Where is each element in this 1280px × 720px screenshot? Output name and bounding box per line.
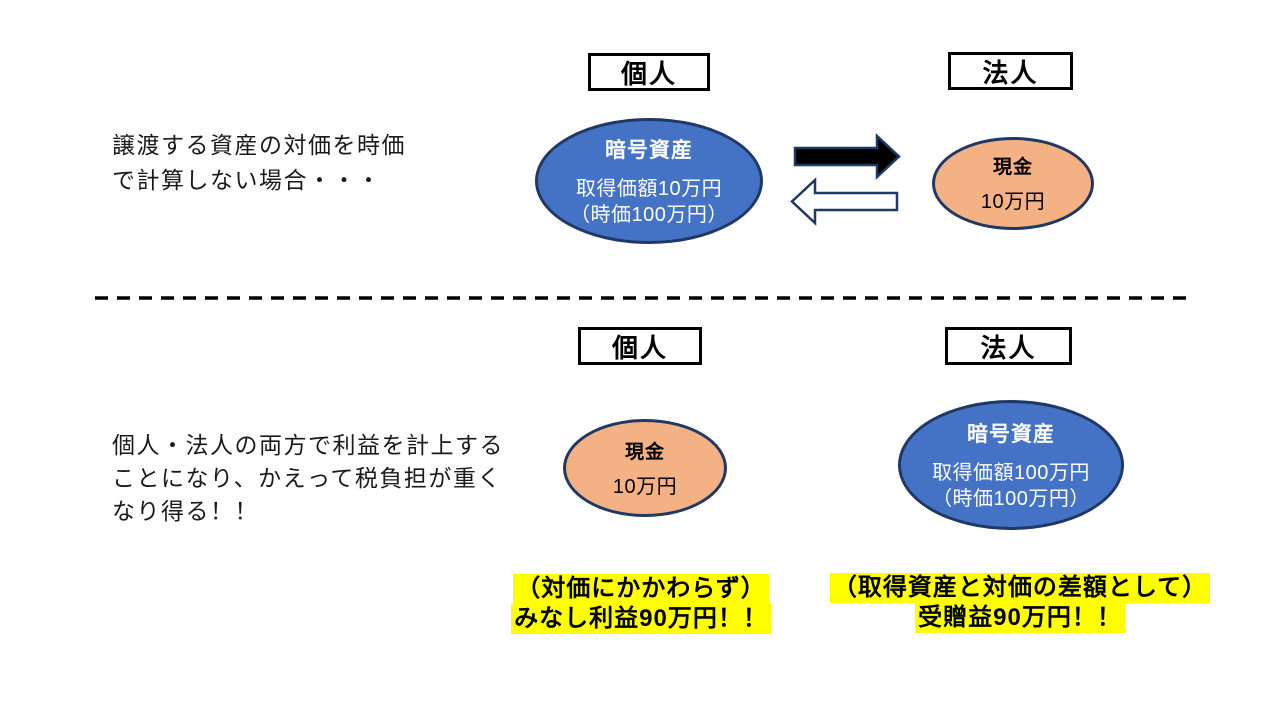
corporate-result-highlight: （取得資産と対価の差額として） 受贈益90万円！！ <box>790 573 1250 633</box>
bottom-individual-label: 個人 <box>611 332 668 363</box>
bottom-crypto-ellipse: 暗号資産 取得価額100万円 （時価100万円） <box>898 400 1124 530</box>
bottom-crypto-detail-1: 取得価額100万円 <box>932 462 1090 484</box>
top-crypto-title: 暗号資産 <box>605 139 693 162</box>
top-crypto-ellipse: 暗号資産 取得価額10万円 （時価100万円） <box>535 118 763 244</box>
bottom-note-line-3: なり得る！！ <box>112 498 259 524</box>
individual-result-highlight: （対価にかかわらず） みなし利益90万円！！ <box>471 574 811 634</box>
top-crypto-detail-2: （時価100万円） <box>570 204 728 226</box>
exchange-arrows <box>790 133 901 226</box>
bottom-cash-title: 現金 <box>624 441 665 463</box>
top-note-line-1: 譲渡する資産の対価を時価 <box>112 132 406 158</box>
bottom-note: 個人・法人の両方で利益を計上する ことになり、かえって税負担が重く なり得る！！ <box>112 429 504 528</box>
top-note-line-2: で計算しない場合・・・ <box>112 167 382 193</box>
corporate-result-line-1: （取得資産と対価の差額として） <box>829 573 1211 603</box>
bottom-corporate-box: 法人 <box>945 327 1072 365</box>
transfer-arrow-right-icon <box>793 133 901 180</box>
top-crypto-detail-1: 取得価額10万円 <box>575 178 723 200</box>
bottom-individual-box: 個人 <box>578 327 702 365</box>
top-cash-title: 現金 <box>992 157 1033 178</box>
individual-result-line-2: みなし利益90万円！！ <box>511 604 771 634</box>
top-cash-ellipse: 現金 10万円 <box>932 137 1094 230</box>
bottom-cash-ellipse: 現金 10万円 <box>563 419 727 517</box>
bottom-crypto-title: 暗号資産 <box>967 423 1055 446</box>
individual-result-line-1: （対価にかかわらず） <box>513 574 769 604</box>
top-individual-box: 個人 <box>588 53 710 91</box>
bottom-note-line-1: 個人・法人の両方で利益を計上する <box>112 432 504 458</box>
transfer-arrow-left-icon <box>790 177 899 226</box>
top-corporate-label: 法人 <box>982 57 1039 88</box>
dashed-divider <box>95 296 1187 300</box>
top-cash-detail-1: 10万円 <box>980 191 1046 213</box>
bottom-note-line-2: ことになり、かえって税負担が重く <box>112 465 502 491</box>
bottom-cash-detail-1: 10万円 <box>612 475 678 498</box>
corporate-result-line-2: 受贈益90万円！！ <box>915 603 1125 633</box>
top-individual-label: 個人 <box>620 58 677 89</box>
bottom-corporate-label: 法人 <box>980 332 1037 363</box>
top-note: 譲渡する資産の対価を時価 で計算しない場合・・・ <box>112 128 406 198</box>
bottom-crypto-detail-2: （時価100万円） <box>932 488 1090 510</box>
top-corporate-box: 法人 <box>948 52 1073 90</box>
